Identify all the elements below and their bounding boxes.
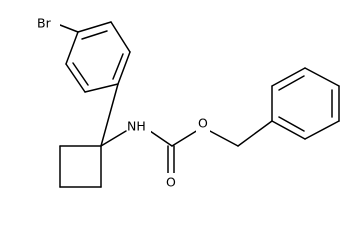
bromine-label: Br [37, 16, 52, 31]
carbonyl-ester-oxygen-bond [171, 129, 199, 147]
methylene-phenyl-bond [237, 120, 273, 147]
atom-label-carbonyl-oxygen: O [164, 173, 178, 190]
carbonyl-double-bond [167, 145, 175, 174]
carbonyl-oxygen-label: O [166, 175, 176, 190]
carbon-nitrogen-bond [100, 130, 127, 147]
bromophenyl-ring [65, 21, 131, 93]
cyclobutane-ring [59, 145, 102, 188]
ester-oxygen-label: O [198, 116, 208, 131]
nh-label: NH [127, 119, 146, 134]
aryl-cyclobutyl-bond [100, 83, 119, 147]
atom-label-nh: NH [127, 119, 151, 136]
benzyl-phenyl-ring [271, 67, 340, 140]
atom-label-ester-oxygen: O [196, 116, 210, 133]
nitrogen-carbonyl-bond [149, 130, 173, 147]
ester-oxygen-methylene-bond [207, 129, 239, 147]
chemical-structure-diagram: Br NH O O [36, 16, 340, 190]
atom-label-bromine: Br [36, 16, 60, 33]
carbon-bromine-bond [59, 24, 79, 33]
